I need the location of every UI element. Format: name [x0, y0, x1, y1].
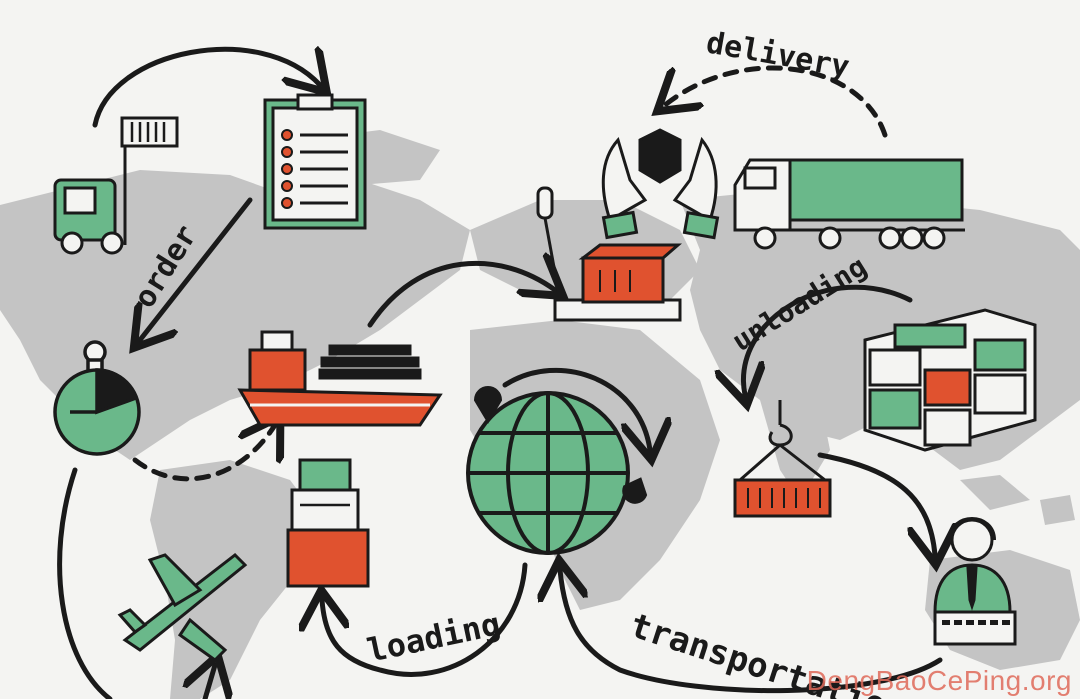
arrow-globe-to-cargo — [322, 562, 528, 677]
watermark: DengBaoCePing.org — [806, 665, 1072, 696]
stopwatch-icon — [53, 340, 141, 456]
arrow-forklift-to-clipboard — [92, 49, 320, 128]
map-islands — [960, 475, 1075, 525]
arrow-operator-to-globe — [560, 570, 943, 694]
arrow-container-to-operator — [817, 452, 935, 555]
truck-icon — [733, 158, 965, 250]
forklift-icon — [53, 116, 179, 255]
label-loading: loading — [364, 605, 504, 670]
arrow-truck-to-crate — [743, 284, 913, 395]
operator-icon — [933, 517, 1017, 646]
cargo-tower-icon — [286, 458, 370, 588]
dashed-arrows — [132, 65, 888, 482]
globe-icon — [466, 386, 648, 555]
arrow-clipboard-to-stopwatch — [140, 197, 253, 340]
arrow-globe-top — [502, 367, 650, 450]
arrow-stopwatch-to-ship — [132, 425, 275, 482]
map-india — [760, 400, 830, 500]
flow-arrows — [57, 49, 943, 699]
clipboard-icon — [263, 93, 367, 230]
arrow-plane-up — [205, 665, 215, 699]
arrow-stopwatch-down — [57, 467, 113, 699]
crane-hook-container-icon — [733, 400, 832, 518]
pallet-jack-icon — [536, 186, 683, 322]
airplane-icon — [117, 553, 248, 662]
arrow-ship-to-pallet — [367, 263, 555, 328]
stacked-containers-icon — [863, 308, 1037, 452]
hands-holding-box-icon — [601, 128, 720, 240]
cargo-ship-icon — [237, 330, 443, 427]
arrow-delivery — [665, 65, 888, 138]
